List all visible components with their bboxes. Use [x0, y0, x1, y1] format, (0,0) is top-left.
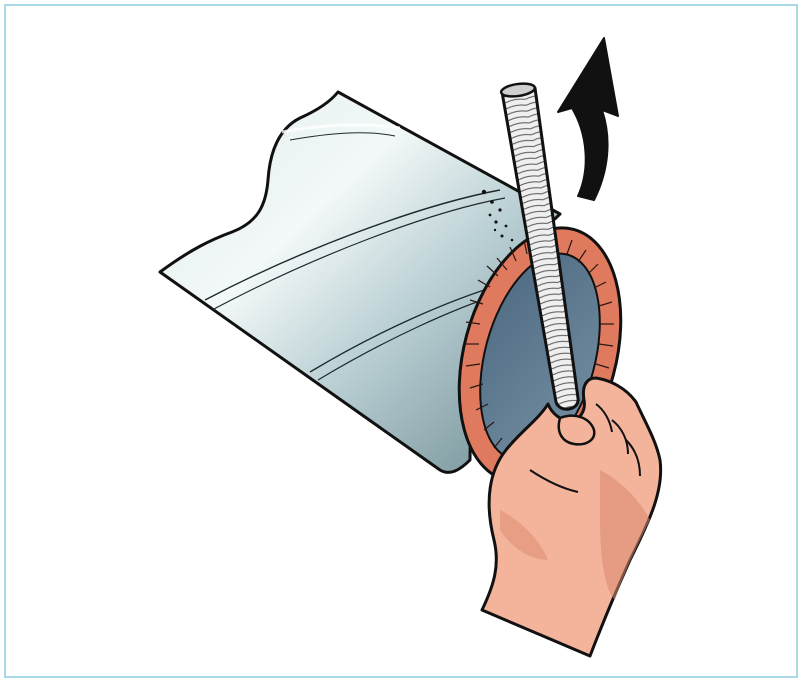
curved-arrow-icon — [558, 38, 618, 200]
